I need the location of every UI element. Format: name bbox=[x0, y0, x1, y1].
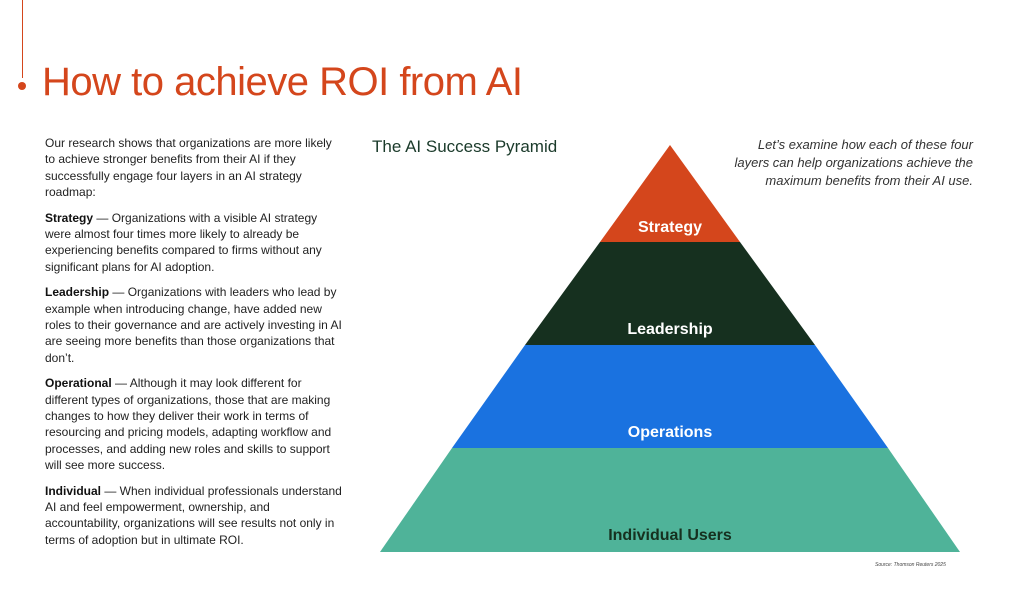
pyramid-layer-leadership bbox=[525, 242, 815, 345]
strategy-body: — Organizations with a visible AI strate… bbox=[45, 210, 322, 274]
pyramid-layer-individual-users bbox=[380, 448, 960, 552]
pyramid-layer-strategy bbox=[600, 145, 740, 242]
intro-paragraph: Our research shows that organizations ar… bbox=[45, 136, 332, 199]
strategy-paragraph: Strategy — Organizations with a visible … bbox=[45, 210, 345, 275]
source-note: Source: Thomson Reuters 2025 bbox=[875, 562, 946, 568]
operational-heading: Operational bbox=[45, 376, 112, 391]
page-title: How to achieve ROI from AI bbox=[42, 60, 523, 104]
leadership-paragraph: Leadership — Organizations with leaders … bbox=[45, 284, 345, 365]
leadership-heading: Leadership bbox=[45, 285, 110, 300]
leadership-body: — Organizations with leaders who lead by… bbox=[45, 285, 342, 365]
operational-paragraph: Operational — Although it may look diffe… bbox=[45, 375, 345, 473]
individual-paragraph: Individual — When individual professiona… bbox=[45, 483, 345, 548]
operational-body: — Although it may look different for dif… bbox=[45, 376, 332, 472]
side-note: Let’s examine how each of these four lay… bbox=[734, 137, 973, 188]
individual-heading: Individual bbox=[45, 483, 102, 498]
pyramid-label-operations: Operations bbox=[628, 424, 713, 441]
pyramid-title: The AI Success Pyramid bbox=[372, 137, 558, 156]
pyramid-layer-operations bbox=[452, 345, 888, 448]
individual-body: — When individual professionals understa… bbox=[45, 483, 342, 547]
body-text: Our research shows that organizations ar… bbox=[45, 135, 345, 557]
pyramid-label-leadership: Leadership bbox=[627, 321, 713, 338]
pyramid-label-strategy: Strategy bbox=[638, 219, 702, 236]
accent-dot bbox=[18, 82, 26, 90]
accent-line bbox=[22, 0, 23, 78]
pyramid-label-individual-users: Individual Users bbox=[608, 527, 732, 544]
strategy-heading: Strategy bbox=[45, 210, 94, 225]
